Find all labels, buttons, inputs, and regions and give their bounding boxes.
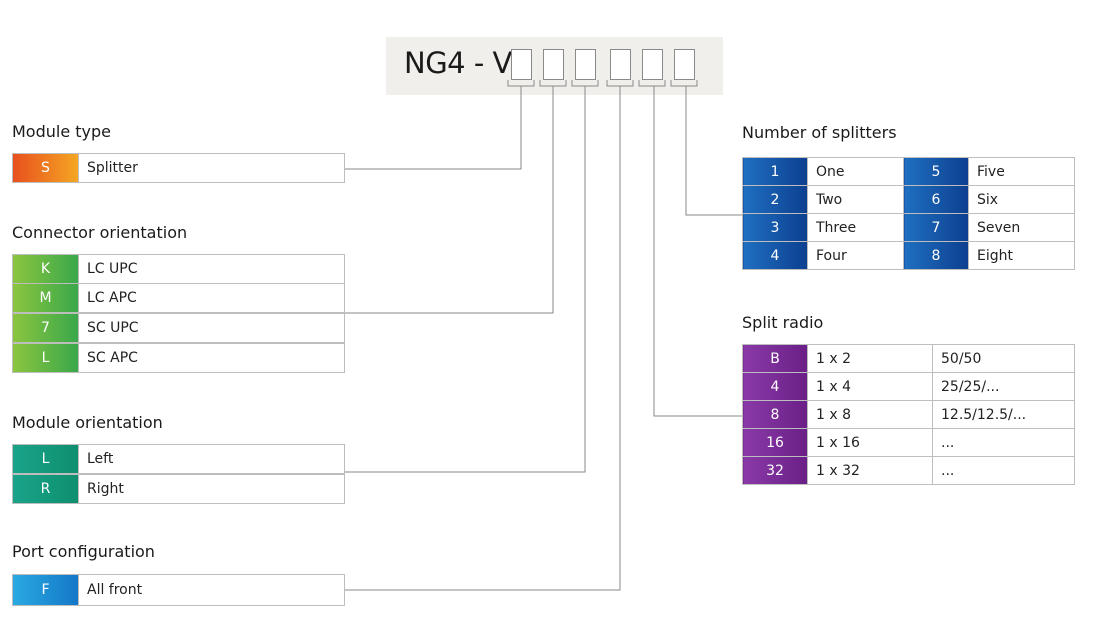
split-ratio-ratio: ...: [932, 456, 1075, 485]
splitters-label: Six: [968, 185, 1075, 214]
product-code-box: NG4 - V: [386, 37, 723, 95]
number-of-splitters-table: 1 One 5 Five 2 Two 6 Six 3 Three 7 Seven…: [742, 157, 1075, 270]
leader-split-ratio: [653, 86, 742, 417]
split-ratio-split: 1 x 8: [807, 400, 933, 429]
split-ratio-ratio: 12.5/12.5/...: [932, 400, 1075, 429]
leader-module-orientation: [344, 86, 586, 473]
connector-label: LC APC: [78, 284, 344, 312]
product-code-prefix: NG4 - V: [404, 46, 512, 80]
split-ratio-table: B 1 x 2 50/50 4 1 x 4 25/25/... 8 1 x 8 …: [742, 344, 1075, 485]
split-ratio-split: 1 x 16: [807, 428, 933, 457]
module-orientation-title: Module orientation: [12, 413, 163, 432]
module-orientation-row: L Left: [12, 444, 345, 474]
split-ratio-ratio: 50/50: [932, 344, 1075, 373]
code-slot-splitters: [674, 49, 695, 80]
code-slot-split-ratio: [642, 49, 663, 80]
splitters-label: Three: [807, 213, 904, 242]
splitters-code: 3: [742, 213, 808, 242]
code-slot-module-type: [511, 49, 532, 80]
table-row: 32 1 x 32 ...: [742, 456, 1075, 485]
split-ratio-code: 8: [742, 400, 808, 429]
slot-bracket-6: [670, 80, 698, 87]
split-ratio-ratio: 25/25/...: [932, 372, 1075, 401]
leader-connector: [344, 86, 554, 314]
split-ratio-split: 1 x 2: [807, 344, 933, 373]
slot-bracket-4: [606, 80, 634, 87]
connector-row: K LC UPC: [12, 254, 345, 284]
split-ratio-split: 1 x 32: [807, 456, 933, 485]
splitters-label: Five: [968, 157, 1075, 186]
module-orientation-code: R: [13, 475, 78, 503]
module-orientation-label: Left: [78, 445, 344, 473]
splitters-code: 1: [742, 157, 808, 186]
table-row: 3 Three 7 Seven: [742, 213, 1075, 242]
connector-orientation-title: Connector orientation: [12, 223, 188, 242]
code-slot-module-orientation: [575, 49, 596, 80]
table-row: B 1 x 2 50/50: [742, 344, 1075, 373]
splitters-code: 2: [742, 185, 808, 214]
splitters-label: Four: [807, 241, 904, 270]
splitters-label: Seven: [968, 213, 1075, 242]
number-of-splitters-title: Number of splitters: [742, 123, 897, 142]
split-ratio-code: 32: [742, 456, 808, 485]
connector-row: L SC APC: [12, 343, 345, 373]
connector-code: 7: [13, 314, 78, 342]
connector-label: LC UPC: [78, 255, 344, 283]
module-type-row: S Splitter: [12, 153, 345, 183]
code-slot-connector: [543, 49, 564, 80]
port-configuration-label: All front: [78, 575, 344, 605]
module-type-code: S: [13, 154, 78, 182]
module-orientation-row: R Right: [12, 474, 345, 504]
splitters-label: One: [807, 157, 904, 186]
splitters-code: 7: [903, 213, 969, 242]
split-ratio-ratio: ...: [932, 428, 1075, 457]
splitters-code: 6: [903, 185, 969, 214]
splitters-label: Eight: [968, 241, 1075, 270]
port-configuration-row: F All front: [12, 574, 345, 606]
slot-bracket-2: [539, 80, 567, 87]
split-ratio-split: 1 x 4: [807, 372, 933, 401]
split-ratio-code: 16: [742, 428, 808, 457]
slot-bracket-1: [507, 80, 535, 87]
connector-row: M LC APC: [12, 283, 345, 313]
slot-bracket-3: [571, 80, 599, 87]
connector-label: SC UPC: [78, 314, 344, 342]
split-ratio-title: Split radio: [742, 313, 824, 332]
splitters-label: Two: [807, 185, 904, 214]
split-ratio-code: 4: [742, 372, 808, 401]
module-type-title: Module type: [12, 122, 112, 141]
leader-module-type: [344, 86, 522, 170]
connector-code: K: [13, 255, 78, 283]
table-row: 4 Four 8 Eight: [742, 241, 1075, 270]
connector-label: SC APC: [78, 344, 344, 372]
port-configuration-code: F: [13, 575, 78, 605]
splitters-code: 5: [903, 157, 969, 186]
port-configuration-title: Port configuration: [12, 542, 155, 561]
module-orientation-code: L: [13, 445, 78, 473]
module-type-label: Splitter: [78, 154, 344, 182]
table-row: 16 1 x 16 ...: [742, 428, 1075, 457]
connector-row: 7 SC UPC: [12, 313, 345, 343]
code-slot-port: [610, 49, 631, 80]
module-orientation-label: Right: [78, 475, 344, 503]
splitters-code: 4: [742, 241, 808, 270]
table-row: 2 Two 6 Six: [742, 185, 1075, 214]
connector-code: L: [13, 344, 78, 372]
leader-splitters: [685, 86, 742, 216]
slot-bracket-5: [638, 80, 666, 87]
table-row: 4 1 x 4 25/25/...: [742, 372, 1075, 401]
splitters-code: 8: [903, 241, 969, 270]
split-ratio-code: B: [742, 344, 808, 373]
table-row: 1 One 5 Five: [742, 157, 1075, 186]
leader-port: [344, 86, 621, 591]
connector-code: M: [13, 284, 78, 312]
table-row: 8 1 x 8 12.5/12.5/...: [742, 400, 1075, 429]
